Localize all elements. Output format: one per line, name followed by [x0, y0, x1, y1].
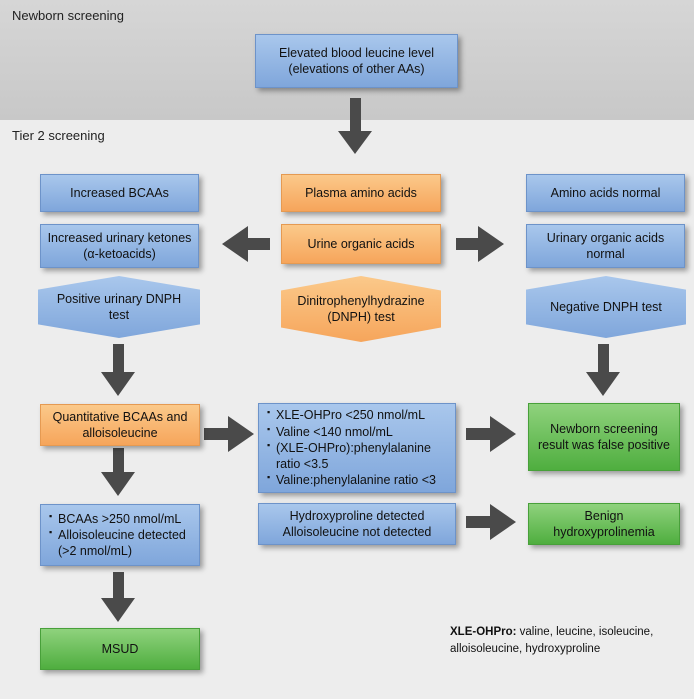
criteria-item: Valine:phenylalanine ratio <3 [267, 472, 447, 488]
elevated-leucine-box: Elevated blood leucine level (elevations… [255, 34, 458, 88]
arrow-left-center [222, 226, 270, 262]
benign-hydroxyprolinemia-box: Benign hydroxyprolinemia [528, 503, 680, 545]
positive-dnph-hexagon: Positive urinary DNPH test [38, 276, 200, 338]
false-positive-result-box: Newborn screening result was false posit… [528, 403, 680, 471]
arrow-down-quantitative [101, 448, 135, 496]
negative-dnph-hexagon: Negative DNPH test [526, 276, 686, 338]
arrow-down-right [586, 344, 620, 396]
legend: XLE-OHPro: valine, leucine, isoleucine, … [450, 624, 686, 657]
dnph-test-hexagon: Dinitrophenylhydrazine (DNPH) test [281, 276, 441, 342]
arrow-right-center [456, 226, 504, 262]
criteria-item: BCAAs >250 nmol/mL [49, 511, 191, 527]
legend-definition: valine, leucine, isoleucine, alloisoleuc… [450, 626, 654, 655]
amino-acids-normal-box: Amino acids normal [526, 174, 685, 212]
urine-organic-acids-box: Urine organic acids [281, 224, 441, 264]
tier2-screening-label: Tier 2 screening [12, 128, 105, 143]
msud-box: MSUD [40, 628, 200, 670]
criteria-item: (XLE-OHPro):phenylalanine ratio <3.5 [267, 440, 447, 473]
urinary-organic-acids-normal-box: Urinary organic acids normal [526, 224, 685, 268]
criteria-item: XLE-OHPro <250 nmol/mL [267, 407, 447, 423]
hydroxyproline-detected-box: Hydroxyproline detected Alloisoleucine n… [258, 503, 456, 545]
msud-criteria-box: BCAAs >250 nmol/mL Alloisoleucine detect… [40, 504, 200, 566]
arrow-right-hydroxyproline [466, 504, 516, 540]
msud-criteria-list: BCAAs >250 nmol/mL Alloisoleucine detect… [49, 511, 191, 560]
criteria-item: Alloisoleucine detected (>2 nmol/mL) [49, 527, 191, 560]
plasma-amino-acids-box: Plasma amino acids [281, 174, 441, 212]
arrow-right-criteria [466, 416, 516, 452]
newborn-screening-label: Newborn screening [12, 8, 125, 23]
increased-bcaas-box: Increased BCAAs [40, 174, 199, 212]
false-positive-criteria-list: XLE-OHPro <250 nmol/mL Valine <140 nmol/… [267, 407, 447, 488]
quantitative-bcaas-box: Quantitative BCAAs and alloisoleucine [40, 404, 200, 446]
false-positive-criteria-box: XLE-OHPro <250 nmol/mL Valine <140 nmol/… [258, 403, 456, 493]
increased-urinary-ketones-box: Increased urinary ketones (α-ketoacids) [40, 224, 199, 268]
arrow-down-left [101, 344, 135, 396]
criteria-item: Valine <140 nmol/mL [267, 424, 447, 440]
arrow-right-quantitative [204, 416, 254, 452]
arrow-down-msud [101, 572, 135, 622]
legend-term: XLE-OHPro: [450, 626, 517, 638]
arrow-down-top [338, 98, 372, 154]
